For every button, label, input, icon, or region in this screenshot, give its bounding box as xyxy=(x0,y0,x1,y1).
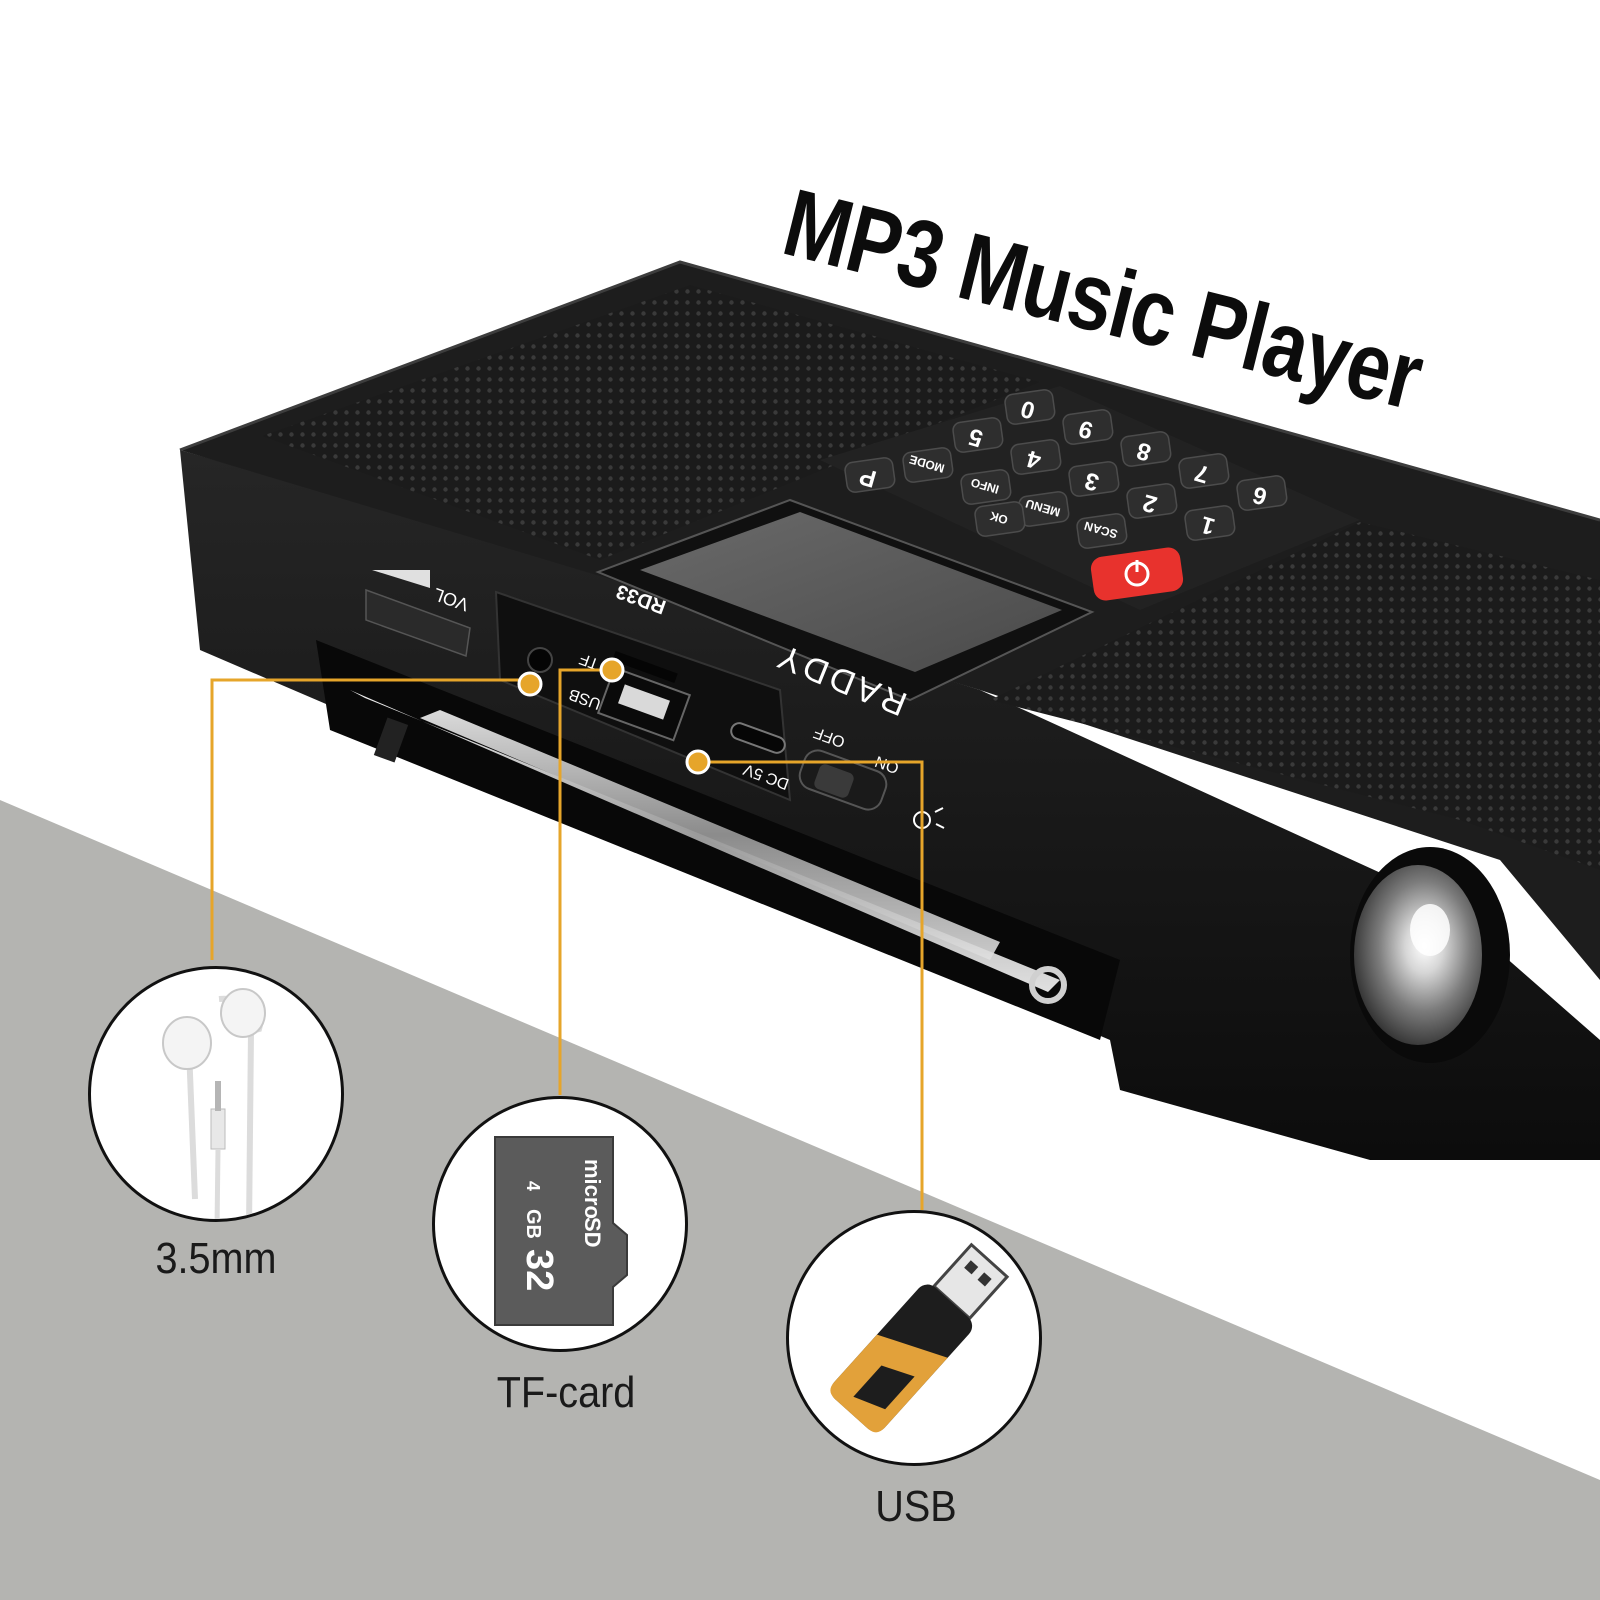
keypad-key[interactable]: 6 xyxy=(1236,475,1288,511)
usb-drive-circle xyxy=(786,1210,1042,1466)
keypad-key[interactable]: 2 xyxy=(1126,483,1178,519)
keypad-key[interactable]: P xyxy=(844,457,896,493)
telescopic-antenna xyxy=(350,690,1067,1004)
usb-port[interactable] xyxy=(596,666,692,742)
keypad-key[interactable]: 5 xyxy=(952,417,1004,453)
callout-dots xyxy=(517,657,711,775)
keypad-key-label: P xyxy=(857,462,880,492)
microsd-unit: GB xyxy=(522,1209,544,1239)
keypad-key[interactable]: 8 xyxy=(1120,431,1172,467)
keypad-key[interactable]: 9 xyxy=(1062,409,1114,445)
keypad-key[interactable]: SCAN xyxy=(1076,513,1128,549)
usb-c-port[interactable] xyxy=(729,721,787,755)
keypad-key[interactable]: OK xyxy=(974,501,1026,537)
keypad-key[interactable]: 0 xyxy=(1004,389,1056,425)
keypad-key[interactable]: MENU xyxy=(1018,491,1070,527)
headphone-jack[interactable] xyxy=(527,647,553,673)
keypad-key[interactable]: MODE xyxy=(902,447,954,483)
earphones-icon xyxy=(162,988,266,1219)
flashlight xyxy=(1350,847,1510,1063)
keypad-key[interactable]: 4 xyxy=(1010,439,1062,475)
accessory-label-3-5mm: 3.5mm xyxy=(155,1234,277,1283)
usb-drive-icon xyxy=(830,1242,1010,1433)
microsd-class: 4 xyxy=(523,1181,543,1191)
microsd-capacity: 32 xyxy=(518,1249,560,1291)
speaker-grille-left xyxy=(262,285,1040,560)
tf-card-slot[interactable] xyxy=(612,651,678,683)
microsd-card-icon: micro SD 32 GB 4 xyxy=(494,1136,628,1326)
microsd-brand-line2: SD xyxy=(580,1217,605,1248)
microsd-brand-line1: micro xyxy=(580,1159,605,1219)
earphones-circle xyxy=(88,966,344,1222)
keypad-key[interactable]: 1 xyxy=(1184,505,1236,541)
keypad-key-label: OK xyxy=(988,509,1009,528)
power-button[interactable] xyxy=(1089,546,1184,602)
lcd-screen xyxy=(640,512,1062,672)
tf-card-circle: micro SD 32 GB 4 xyxy=(432,1096,688,1352)
callout-lines xyxy=(210,668,924,1210)
keypad-key[interactable]: INFO xyxy=(960,469,1012,505)
floor-surface xyxy=(0,800,1600,1600)
keypad-key[interactable]: 3 xyxy=(1068,461,1120,497)
speaker-grille-right xyxy=(990,522,1600,870)
tf-label: TF xyxy=(577,649,601,672)
keypad-key[interactable]: 7 xyxy=(1178,453,1230,489)
volume-wheel[interactable] xyxy=(365,570,471,658)
accessory-label-usb: USB xyxy=(875,1482,957,1531)
accessory-label-tf-card: TF-card xyxy=(496,1368,636,1417)
